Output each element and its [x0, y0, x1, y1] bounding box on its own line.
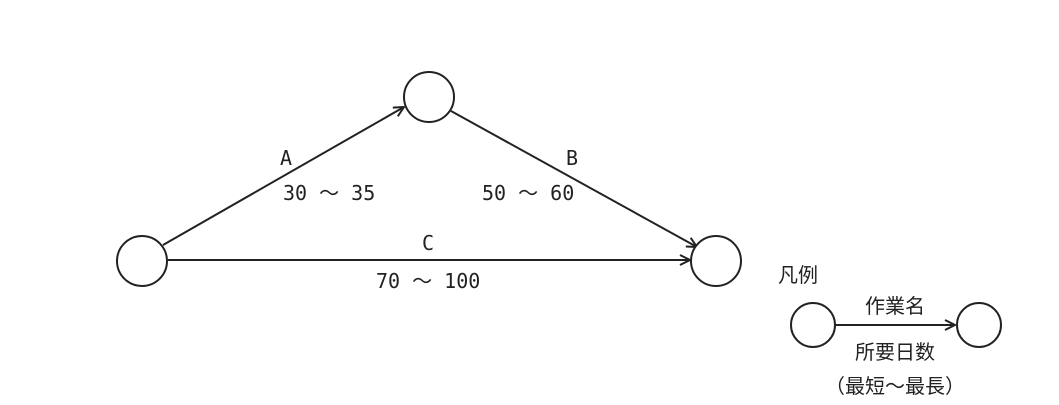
- legend-node-right: [956, 302, 1002, 348]
- edge-c-name: C: [422, 231, 434, 255]
- node-middle: [403, 71, 455, 123]
- legend: 凡例 作業名 所要日数 （最短～最長）: [778, 263, 1002, 398]
- legend-range-note: （最短～最長）: [825, 374, 965, 398]
- legend-required-days: 所要日数: [855, 340, 935, 364]
- node-start: [116, 235, 168, 287]
- edge-a-name: A: [280, 146, 292, 170]
- legend-title: 凡例: [778, 263, 818, 287]
- edge-b-arrow: [450, 110, 697, 247]
- edge-c-range: 70 ～ 100: [376, 269, 480, 293]
- edge-a-range: 30 ～ 35: [283, 181, 375, 205]
- legend-node-left: [790, 302, 836, 348]
- edge-a-arrow: [162, 107, 404, 246]
- node-end: [690, 235, 742, 287]
- edge-b-name: B: [566, 146, 578, 170]
- legend-task-name: 作業名: [865, 294, 925, 318]
- edge-b-range: 50 ～ 60: [482, 181, 574, 205]
